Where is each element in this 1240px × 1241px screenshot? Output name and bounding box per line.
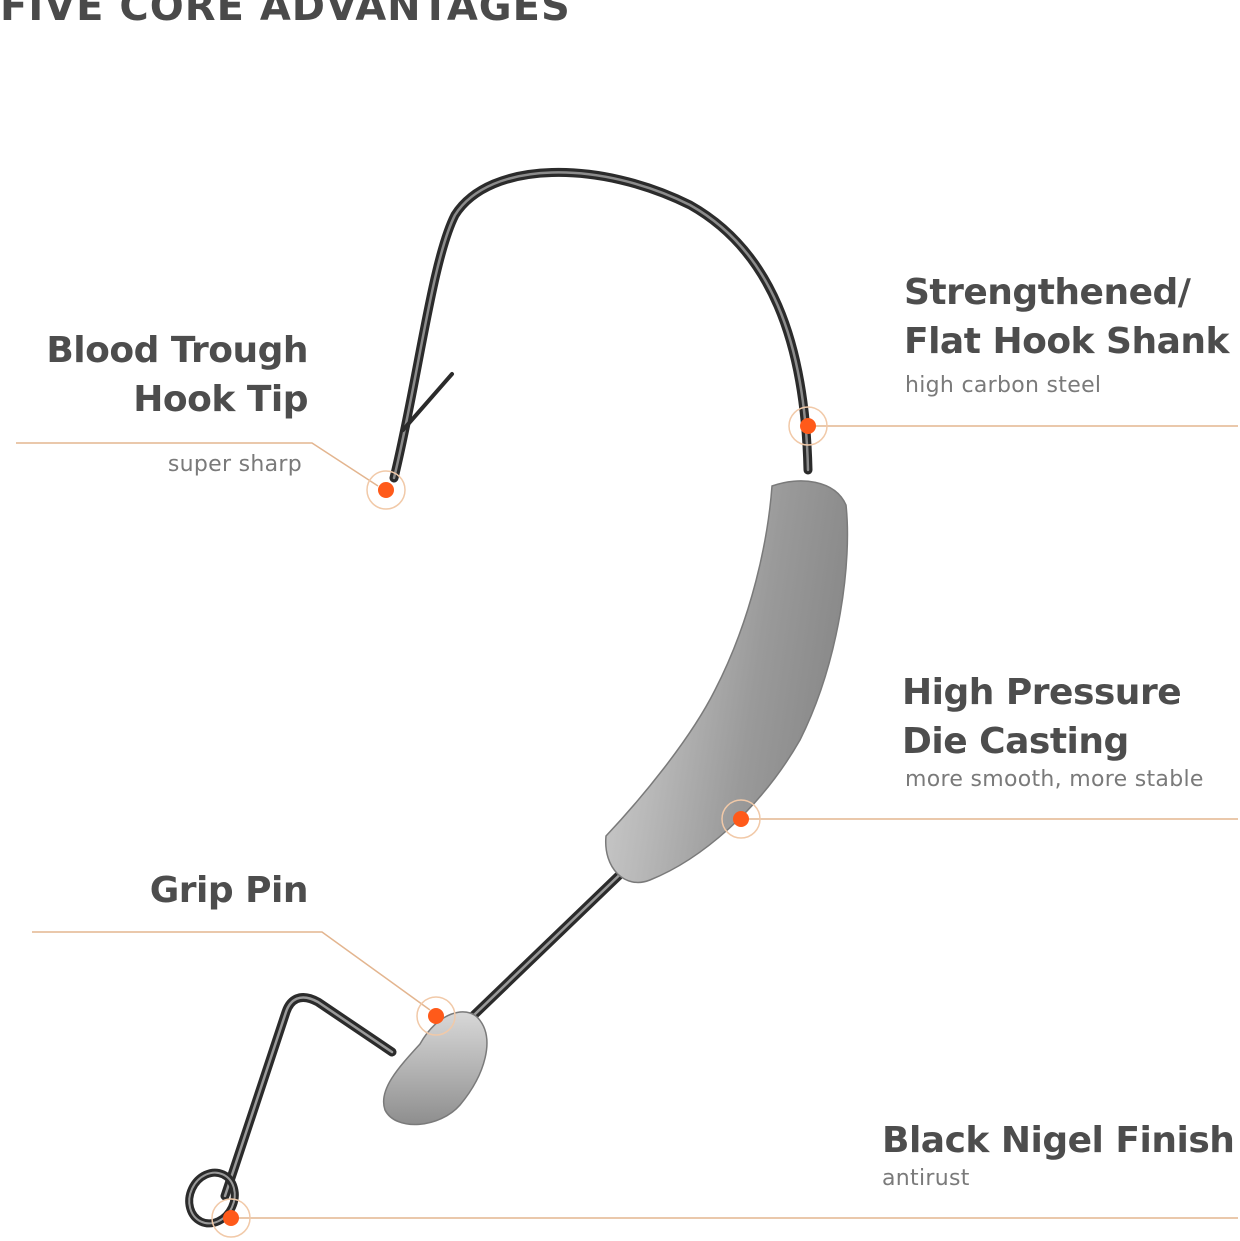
hook-wire xyxy=(220,167,813,1201)
marker-hook-tip xyxy=(366,470,406,510)
feature-hook-tip-line-2: Hook Tip xyxy=(133,379,308,420)
feature-die-casting-line-2: Die Casting xyxy=(902,721,1129,762)
marker-finish xyxy=(211,1198,251,1238)
leader-line-hook-tip xyxy=(16,442,379,487)
marker-die-casting xyxy=(721,799,761,839)
marker-grip-pin xyxy=(416,996,456,1036)
feature-hook-tip-sub: super sharp xyxy=(167,452,302,477)
feature-die-casting-line-1: High Pressure xyxy=(902,672,1182,713)
lead-weight xyxy=(605,480,849,884)
feature-grip-pin-line-1: Grip Pin xyxy=(149,870,309,911)
hook-eye xyxy=(185,1168,239,1228)
leader-lines xyxy=(16,425,1238,1219)
feature-finish-line-1: Black Nigel Finish xyxy=(882,1120,1235,1161)
feature-finish-heading: Black Nigel Finish xyxy=(882,1116,1240,1165)
feature-hook-shank-sub: high carbon steel xyxy=(905,373,1102,398)
feature-hook-shank-line-1: Strengthened/ xyxy=(904,272,1191,313)
marker-hook-shank xyxy=(788,406,828,446)
feature-hook-tip-line-1: Blood Trough xyxy=(46,330,308,371)
leader-line-grip-pin xyxy=(32,931,431,1011)
feature-hook-shank-heading: Strengthened/ Flat Hook Shank xyxy=(904,268,1240,366)
feature-die-casting-sub: more smooth, more stable xyxy=(905,767,1204,792)
feature-die-casting-heading: High Pressure Die Casting xyxy=(902,668,1238,766)
grip-pin-weight xyxy=(382,1011,488,1126)
feature-hook-tip-heading: Blood Trough Hook Tip xyxy=(20,326,308,424)
feature-grip-pin-heading: Grip Pin xyxy=(20,866,309,915)
feature-hook-shank-line-2: Flat Hook Shank xyxy=(904,321,1229,362)
page-title: FIVE CORE ADVANTAGES xyxy=(0,0,571,30)
feature-finish-sub: antirust xyxy=(882,1166,970,1191)
